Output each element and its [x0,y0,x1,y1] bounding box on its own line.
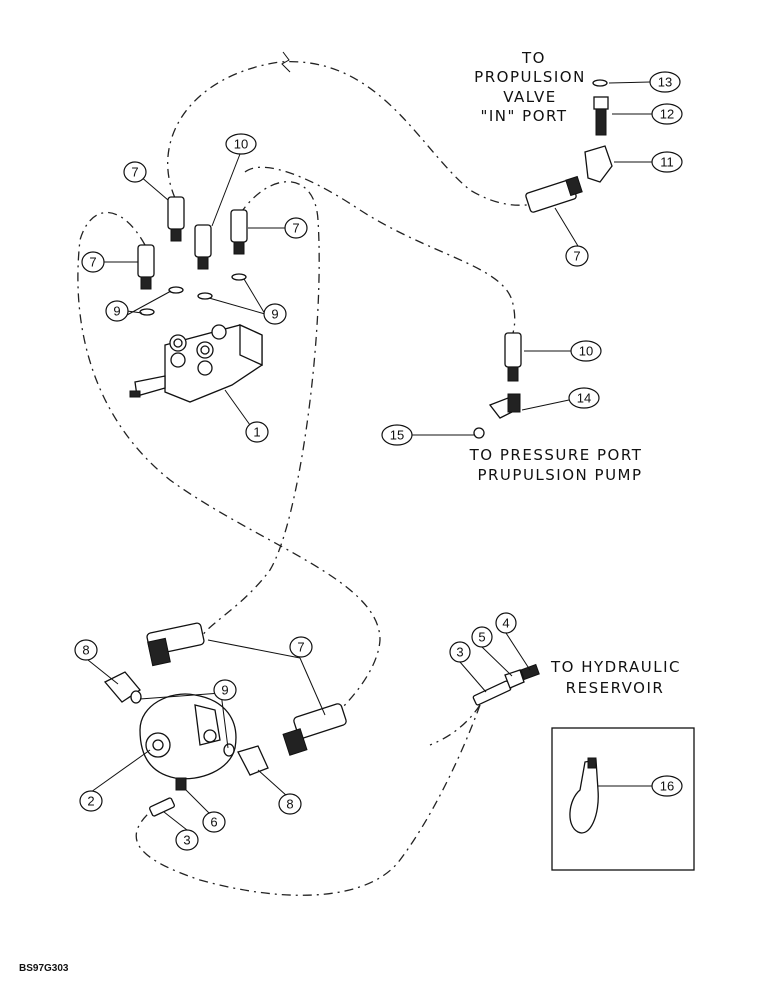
callout-16: 16 [651,775,683,797]
callout-5: 5 [471,626,493,648]
svg-text:"IN" PORT: "IN" PORT [480,107,567,125]
callout-12: 12 [651,103,683,125]
svg-text:10: 10 [234,137,248,152]
control-valve [129,323,263,403]
svg-text:TO PRESSURE PORT: TO PRESSURE PORT [469,446,643,464]
callout-13: 13 [649,71,681,93]
svg-text:11: 11 [660,155,674,170]
callout-6: 6 [202,811,226,833]
inset-frame [551,727,695,871]
pump-assembly [103,622,347,817]
callout-7-upper-right: 7 [565,245,589,267]
callout-4: 4 [495,612,517,634]
svg-text:7: 7 [131,165,138,180]
svg-text:9: 9 [271,307,278,322]
hose-left-loop [77,212,381,711]
hose-lower-right [429,704,481,746]
hose-pump-return [135,704,481,896]
svg-text:12: 12 [660,107,674,122]
svg-text:VALVE: VALVE [503,88,557,106]
note-hydraulic-reservoir: TO HYDRAULIC RESERVOIR [550,658,681,697]
svg-text:8: 8 [82,643,89,658]
svg-text:PRUPULSION PUMP: PRUPULSION PUMP [477,466,642,484]
svg-text:7: 7 [573,249,580,264]
hose-right-drop [244,166,516,334]
clamp-inset [551,727,695,871]
callout-bubbles: 1 2 3 3 4 5 6 7 7 7 7 7 8 8 9 9 9 10 10 … [74,71,683,851]
svg-text:9: 9 [221,683,228,698]
svg-text:2: 2 [87,794,94,809]
hose-lines [77,51,528,896]
callout-9-left: 9 [105,300,129,322]
hose-top-loop [167,61,528,206]
svg-text:10: 10 [579,344,593,359]
svg-text:7: 7 [297,640,304,655]
svg-text:4: 4 [502,616,509,631]
callout-7-lower: 7 [289,636,313,658]
callout-7-right: 7 [284,217,308,239]
svg-text:7: 7 [89,255,96,270]
svg-text:16: 16 [660,779,674,794]
callout-9-right: 9 [263,303,287,325]
callout-9-pump: 9 [213,679,237,701]
callout-7-top-left: 7 [123,161,147,183]
svg-text:7: 7 [292,221,299,236]
callout-8-upper: 8 [74,639,98,661]
svg-text:1: 1 [253,425,260,440]
callout-11: 11 [651,151,683,173]
callout-3-reservoir: 3 [449,641,471,663]
callout-10-top: 10 [225,133,257,155]
valve-fittings [137,196,248,316]
drawing-code: BS97G303 [19,963,69,974]
note-pressure-port: TO PRESSURE PORT PRUPULSION PUMP [469,446,643,484]
hose-valve-to-pump-inlet [199,181,320,641]
svg-text:13: 13 [658,75,672,90]
callout-8-lower: 8 [278,793,302,815]
pressure-fittings [473,332,522,439]
hose-break-mark [281,51,291,73]
propulsion-fittings [525,79,613,213]
svg-text:RESERVOIR: RESERVOIR [566,679,665,697]
leader-lines [87,81,652,831]
svg-text:8: 8 [286,797,293,812]
svg-text:TO: TO [521,49,546,67]
callout-1: 1 [245,421,269,443]
svg-text:6: 6 [210,815,217,830]
svg-text:15: 15 [390,428,404,443]
svg-text:3: 3 [183,833,190,848]
svg-text:TO HYDRAULIC: TO HYDRAULIC [550,658,681,676]
callout-10-right: 10 [570,340,602,362]
callout-14: 14 [568,387,600,409]
svg-text:5: 5 [478,630,485,645]
callout-7-left: 7 [81,251,105,273]
svg-text:3: 3 [456,645,463,660]
callout-3-pump: 3 [175,829,199,851]
note-propulsion-valve: TO PROPULSION VALVE "IN" PORT [474,49,586,125]
svg-text:9: 9 [113,304,120,319]
callout-15: 15 [381,424,413,446]
callout-2: 2 [79,790,103,812]
svg-text:PROPULSION: PROPULSION [474,68,586,86]
svg-text:14: 14 [577,391,591,406]
